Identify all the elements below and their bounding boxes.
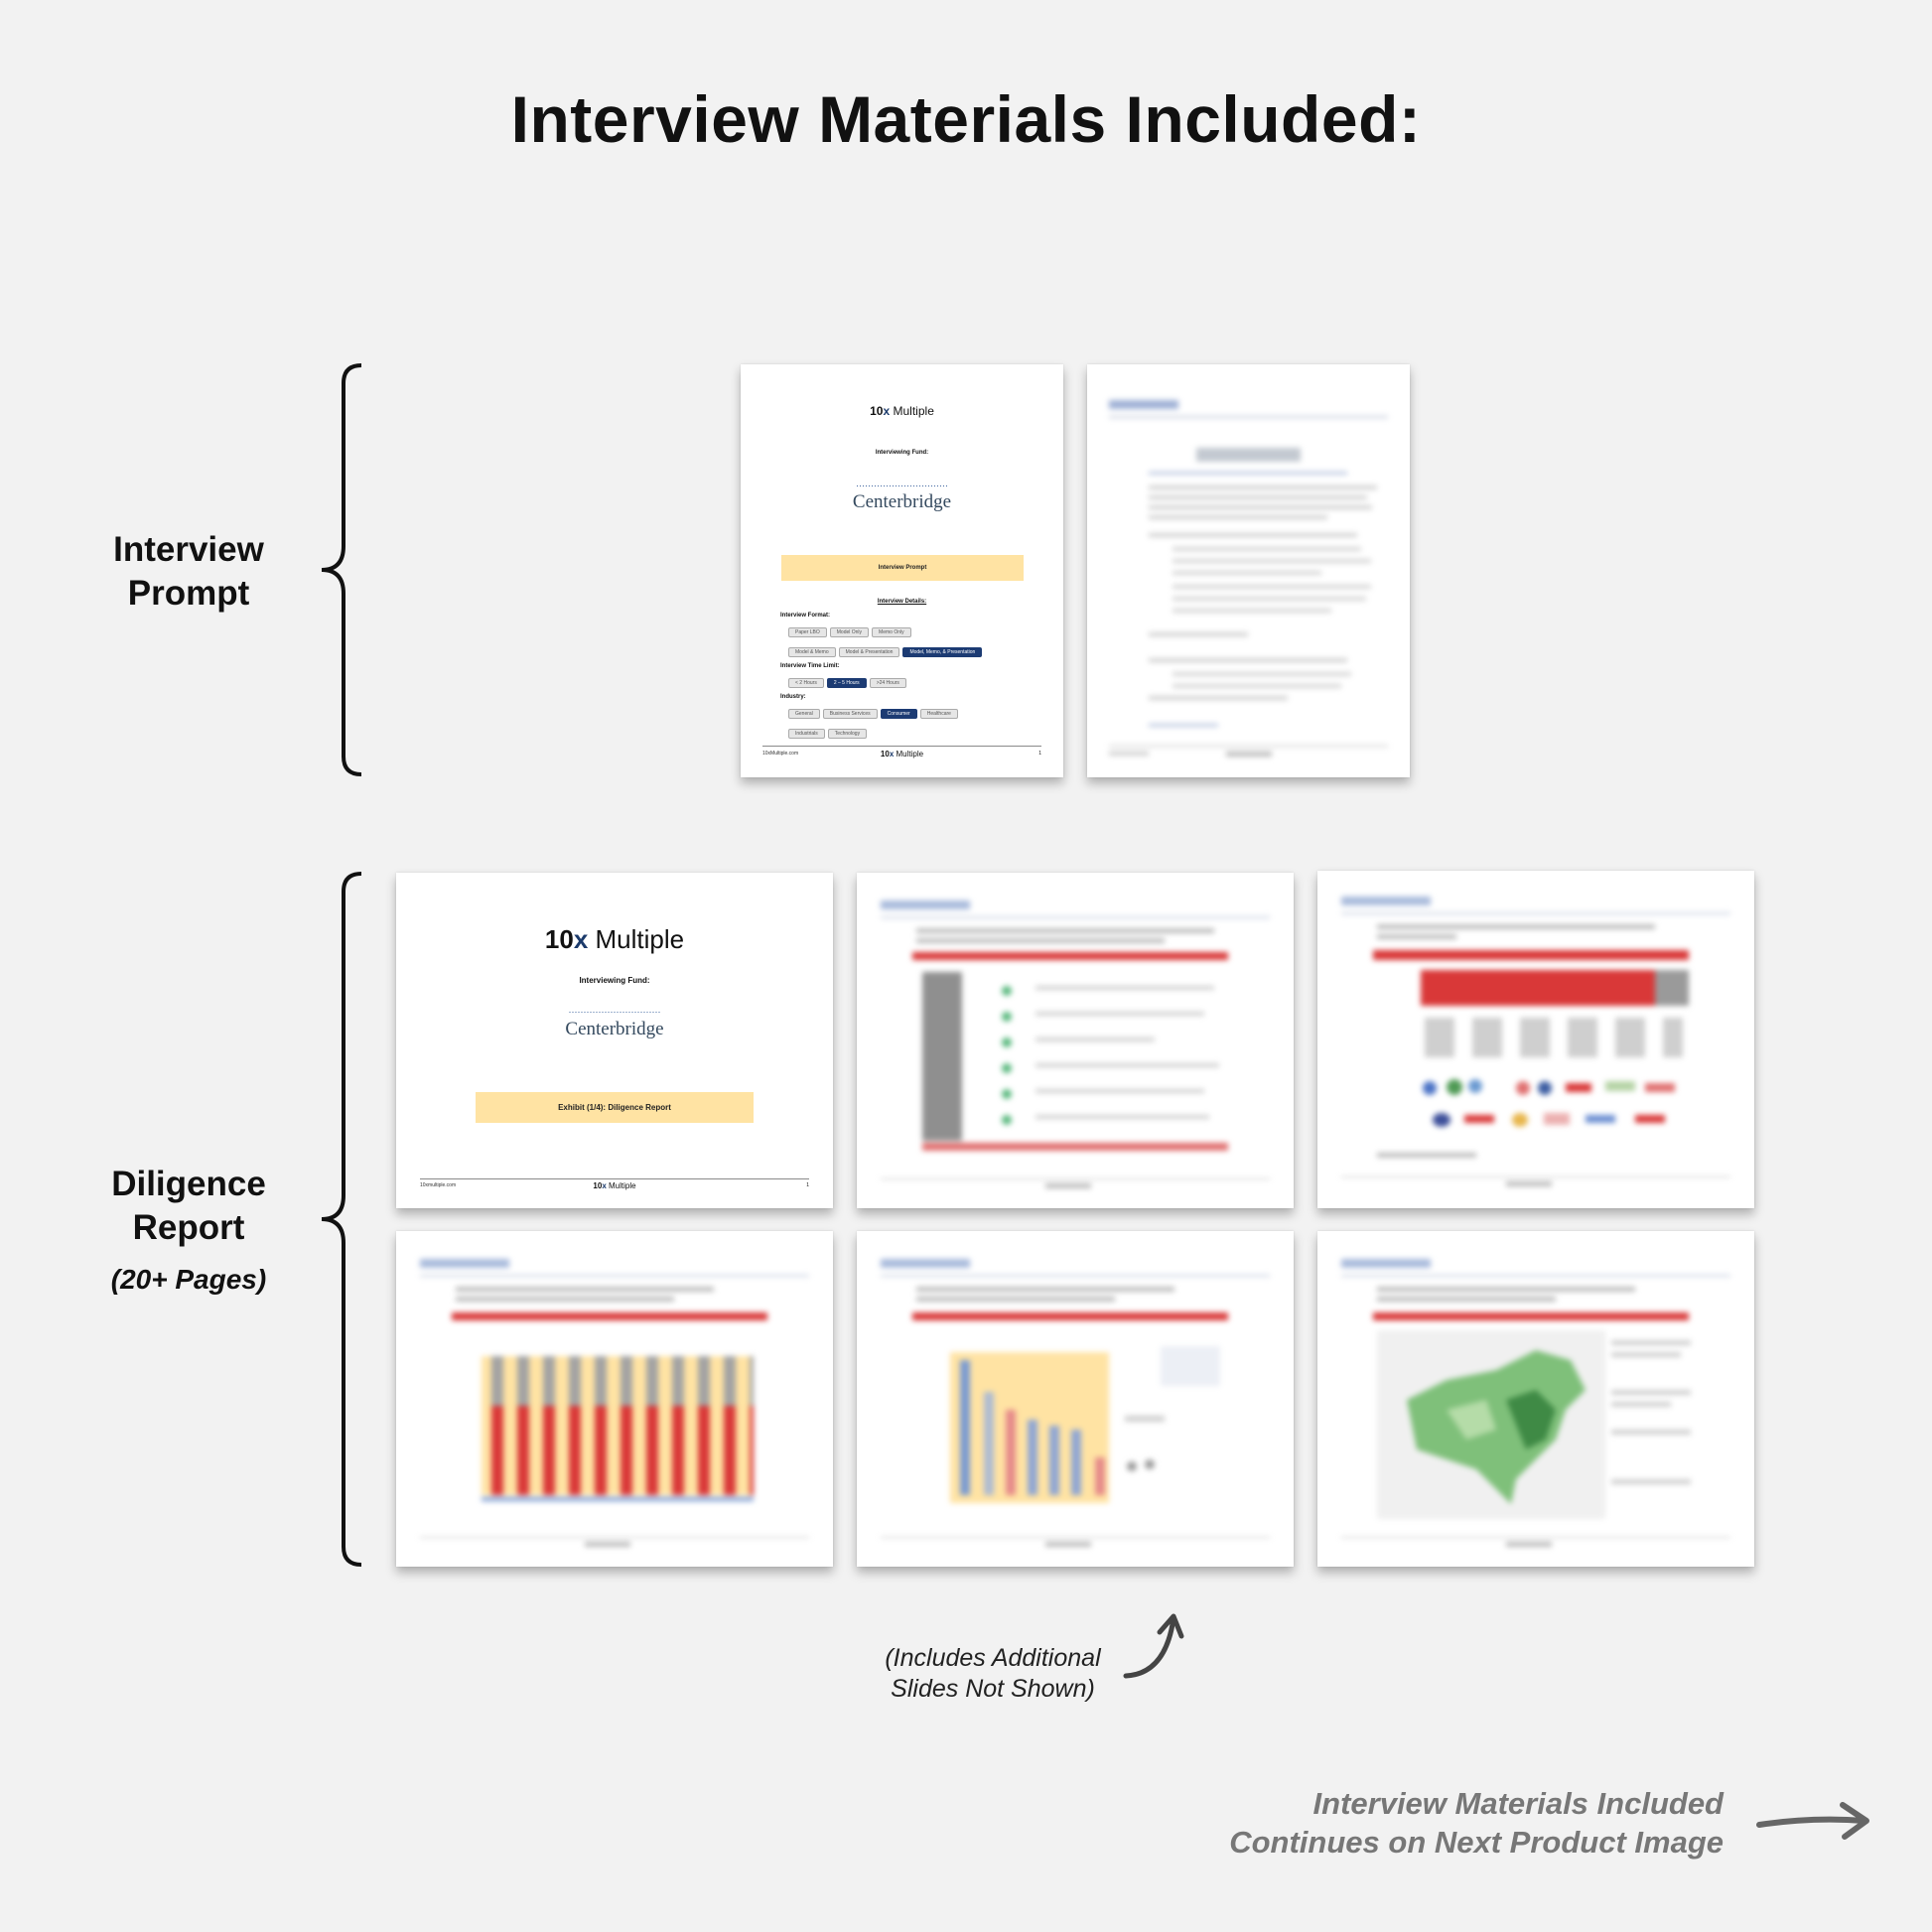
report-page-stacked-bars [396, 1231, 833, 1567]
left-brace-icon [321, 363, 362, 776]
additional-slides-note: (Includes Additional Slides Not Shown) [844, 1643, 1142, 1705]
interview-details-heading: Interview Details: [877, 599, 927, 605]
industry-option-selected: Consumer [880, 709, 917, 719]
report-page-table [857, 873, 1294, 1208]
industry-option: Business Services [822, 709, 878, 719]
brand-number: 10 [593, 1181, 603, 1190]
time-option: >24 Hours [869, 678, 906, 688]
industry-option: General [788, 709, 820, 719]
footer-website: 10xMultiple.com [762, 751, 799, 757]
time-limit-label: Interview Time Limit: [780, 663, 840, 669]
additional-slides-note-line1: (Includes Additional [885, 1644, 1101, 1672]
industry-option: Healthcare [919, 709, 958, 719]
brand-word: Multiple [896, 750, 924, 759]
continues-note-line2: Continues on Next Product Image [1229, 1825, 1724, 1860]
brand-number: 10 [870, 404, 884, 418]
prompt-page-2 [1087, 364, 1410, 777]
format-option: Model & Memo [788, 647, 836, 657]
brand-number: 10 [880, 750, 890, 759]
industry-label: Industry: [780, 694, 806, 700]
interview-prompt-label-line1: Interview [113, 530, 264, 569]
time-option-selected: 2 – 5 Hours [826, 678, 867, 688]
curved-arrow-icon [1123, 1613, 1184, 1679]
brand-logo: 10x Multiple [396, 924, 833, 955]
diligence-report-label-line1: Diligence [111, 1165, 266, 1203]
fund-logo: Centerbridge [565, 1019, 664, 1039]
industry-option: Technology [827, 729, 868, 739]
fund-logo-dots: ······························· [568, 1007, 661, 1017]
industry-option: Industrials [788, 729, 825, 739]
footer-website: 10xmultiple.com [420, 1182, 457, 1188]
brand-word: Multiple [595, 924, 685, 954]
report-page-table-content [857, 873, 1294, 1208]
format-option: Memo Only [872, 627, 911, 637]
brand-number: 10 [544, 924, 574, 954]
report-page-map-content [1317, 1231, 1754, 1567]
report-page-logos-content [1317, 871, 1754, 1208]
brand-x: x [889, 750, 895, 759]
interviewing-fund-label: Interviewing Fund: [875, 450, 929, 456]
report-page-grouped-bars-content [857, 1231, 1294, 1567]
report-cover-page: 10x Multiple Interviewing Fund: ········… [396, 873, 833, 1208]
continues-note: Interview Materials Included Continues o… [993, 1784, 1724, 1862]
footer-divider [420, 1178, 809, 1179]
format-option-selected: Model, Memo, & Presentation [902, 647, 983, 657]
page-title: Interview Materials Included: [510, 82, 1422, 156]
prompt-cover-page: 10x Multiple Interviewing Fund: ········… [741, 364, 1063, 777]
right-arrow-icon [1756, 1802, 1869, 1840]
footer-divider [762, 746, 1041, 747]
format-option: Model & Presentation [838, 647, 900, 657]
additional-slides-note-line2: Slides Not Shown) [891, 1675, 1095, 1703]
interview-prompt-label: Interview Prompt [60, 528, 318, 616]
format-label: Interview Format: [780, 613, 831, 619]
continues-note-line1: Interview Materials Included [1312, 1786, 1724, 1821]
prompt-banner: Interview Prompt [781, 555, 1024, 581]
diligence-report-page-count: (20+ Pages) [110, 1264, 267, 1295]
format-option: Paper LBO [788, 627, 827, 637]
brand-x: x [883, 404, 891, 418]
brand-word: Multiple [609, 1181, 636, 1190]
left-brace-icon [321, 872, 362, 1567]
footer-page-number: 1 [1038, 751, 1041, 757]
time-option: < 2 Hours [788, 678, 824, 688]
interviewing-fund-label: Interviewing Fund: [579, 976, 650, 985]
report-banner: Exhibit (1/4): Diligence Report [476, 1092, 754, 1123]
footer-page-number: 1 [806, 1182, 809, 1188]
report-page-map [1317, 1231, 1754, 1567]
footer-brand: 10x Multiple [396, 1181, 833, 1190]
prompt-page-2-content [1087, 364, 1410, 777]
diligence-report-label-line2: Report [132, 1208, 245, 1247]
report-page-grouped-bars [857, 1231, 1294, 1567]
footer-brand: 10x Multiple [741, 750, 1063, 759]
report-page-stacked-bars-content [396, 1231, 833, 1567]
interview-prompt-label-line2: Prompt [127, 574, 250, 613]
brand-logo: 10x Multiple [741, 404, 1063, 418]
brand-x: x [573, 924, 589, 954]
brand-word: Multiple [893, 404, 934, 418]
brand-x: x [602, 1181, 607, 1190]
fund-logo: Centerbridge [852, 491, 952, 512]
fund-logo-dots: ······························· [856, 481, 948, 490]
format-option: Model Only [829, 627, 870, 637]
report-page-logos [1317, 871, 1754, 1208]
diligence-report-label: Diligence Report (20+ Pages) [60, 1163, 318, 1302]
